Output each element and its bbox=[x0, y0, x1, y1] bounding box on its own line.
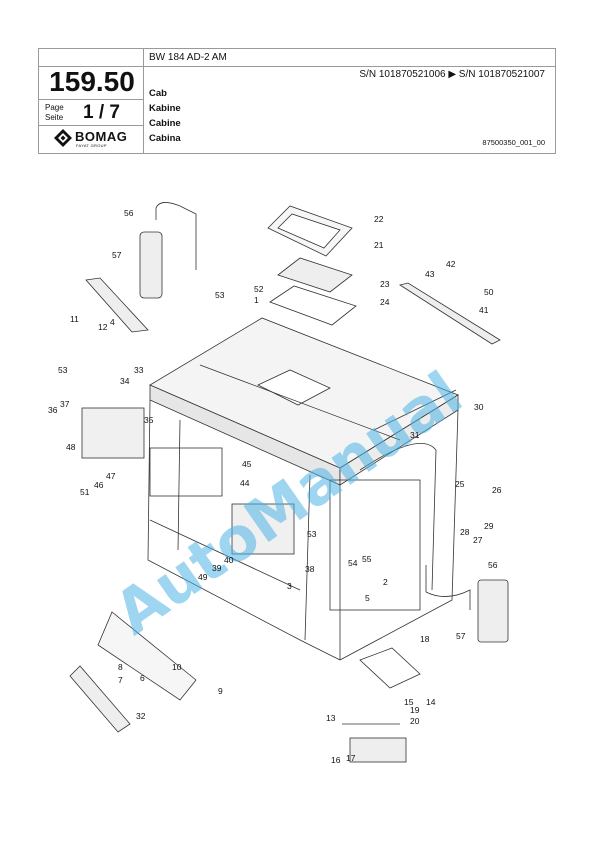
title-it: Cabina bbox=[149, 133, 181, 144]
callout-label: 18 bbox=[420, 634, 430, 644]
page-label-de: Seite bbox=[45, 113, 64, 122]
page-label-en: Page bbox=[45, 103, 64, 112]
callout-label: 13 bbox=[326, 713, 336, 723]
callout-label: 7 bbox=[118, 675, 123, 685]
callout-label: 23 bbox=[380, 279, 390, 289]
callout-label: 51 bbox=[80, 487, 90, 497]
callout-label: 39 bbox=[212, 563, 222, 573]
callout-label: 28 bbox=[460, 527, 470, 537]
callout-label: 22 bbox=[374, 214, 384, 224]
callout-label: 43 bbox=[425, 269, 435, 279]
callout-label: 53 bbox=[58, 365, 68, 375]
callout-label: 31 bbox=[410, 430, 420, 440]
callout-label: 9 bbox=[218, 686, 223, 696]
callout-label: 57 bbox=[112, 250, 122, 260]
callout-label: 11 bbox=[70, 314, 79, 324]
callout-label: 20 bbox=[410, 716, 420, 726]
page-fraction: 1 / 7 bbox=[83, 102, 120, 123]
callout-label: 55 bbox=[362, 554, 372, 564]
callout-label: 17 bbox=[346, 753, 356, 763]
callout-label: 50 bbox=[484, 287, 494, 297]
title-en: Cab bbox=[149, 88, 167, 99]
divider bbox=[39, 125, 143, 126]
callout-label: 44 bbox=[240, 478, 250, 488]
callout-label: 12 bbox=[98, 322, 108, 332]
callout-label: 8 bbox=[118, 662, 123, 672]
callout-label: 2 bbox=[383, 577, 388, 587]
callout-label: 29 bbox=[484, 521, 494, 531]
callout-label: 32 bbox=[136, 711, 146, 721]
callout-labels: 1 2 3 4 5 6 7 8 9 10 11 12 13 14 15 16 1… bbox=[48, 208, 502, 765]
callout-label: 25 bbox=[455, 479, 465, 489]
callout-label: 1 bbox=[254, 295, 259, 305]
callout-label: 42 bbox=[446, 259, 456, 269]
callout-label: 3 bbox=[287, 581, 292, 591]
callout-label: 35 bbox=[144, 415, 154, 425]
callout-label: 52 bbox=[254, 284, 264, 294]
callout-label: 21 bbox=[374, 240, 384, 250]
callout-label: 41 bbox=[479, 305, 489, 315]
callout-label: 15 bbox=[404, 697, 414, 707]
callout-label: 4 bbox=[110, 317, 115, 327]
callout-label: 57 bbox=[456, 631, 466, 641]
callout-label: 56 bbox=[124, 208, 134, 218]
callout-label: 5 bbox=[365, 593, 370, 603]
callout-label: 10 bbox=[172, 662, 182, 672]
brand-subtitle: FAYAT GROUP bbox=[76, 143, 107, 148]
page-label: Page Seite bbox=[45, 103, 64, 123]
divider bbox=[143, 49, 144, 153]
callout-label: 14 bbox=[426, 697, 436, 707]
brand-name: BOMAG bbox=[75, 129, 128, 144]
callout-label: 45 bbox=[242, 459, 252, 469]
callout-label: 54 bbox=[348, 558, 358, 568]
title-de: Kabine bbox=[149, 103, 181, 114]
callout-label: 30 bbox=[474, 402, 484, 412]
bomag-logo-icon bbox=[54, 129, 72, 147]
drawing-lines bbox=[69, 202, 509, 763]
callout-label: 34 bbox=[120, 376, 130, 386]
callout-label: 53 bbox=[307, 529, 317, 539]
serial-range: S/N 101870521006 ▶ S/N 101870521007 bbox=[359, 69, 545, 80]
page-number: 159.50 bbox=[49, 66, 135, 97]
callout-label: 24 bbox=[380, 297, 390, 307]
part-titles: Cab Kabine Cabine Cabina bbox=[149, 86, 181, 146]
callout-label: 26 bbox=[492, 485, 502, 495]
callout-label: 16 bbox=[331, 755, 341, 765]
callout-label: 6 bbox=[140, 673, 145, 683]
callout-label: 46 bbox=[94, 480, 104, 490]
model-name: BW 184 AD-2 AM bbox=[149, 52, 227, 63]
callout-label: 48 bbox=[66, 442, 76, 452]
title-fr: Cabine bbox=[149, 118, 181, 129]
divider bbox=[39, 66, 555, 67]
document-number: 87500350_001_00 bbox=[482, 138, 545, 147]
callout-label: 47 bbox=[106, 471, 116, 481]
callout-label: 56 bbox=[488, 560, 498, 570]
callout-label: 53 bbox=[215, 290, 225, 300]
callout-label: 37 bbox=[60, 399, 70, 409]
bomag-logo: BOMAG FAYAT GROUP bbox=[53, 128, 139, 150]
callout-label: 19 bbox=[410, 705, 420, 715]
callout-label: 38 bbox=[305, 564, 315, 574]
title-block: 159.50 Page Seite 1 / 7 BOMAG FAYAT GROU… bbox=[38, 48, 556, 154]
callout-label: 36 bbox=[48, 405, 58, 415]
callout-label: 27 bbox=[473, 535, 483, 545]
divider bbox=[39, 99, 143, 100]
callout-label: 49 bbox=[198, 572, 208, 582]
callout-label: 40 bbox=[224, 555, 234, 565]
callout-label: 33 bbox=[134, 365, 144, 375]
exploded-parts-diagram: AutoManual 1 2 3 4 5 6 7 8 9 10 11 12 13… bbox=[48, 202, 509, 765]
